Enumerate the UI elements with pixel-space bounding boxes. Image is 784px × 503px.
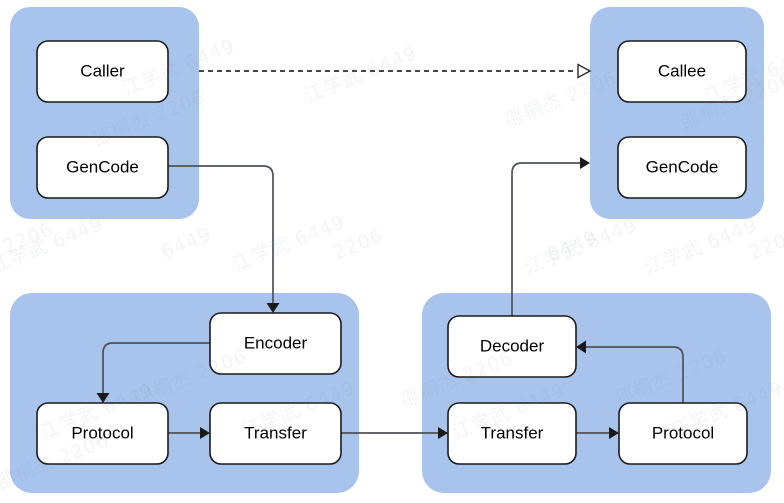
node-caller[interactable]: Caller xyxy=(36,40,169,103)
edge-transfer-to-transfer-arrowhead xyxy=(438,427,448,439)
node-gencode-left[interactable]: GenCode xyxy=(36,136,169,199)
node-protocol-right-box[interactable] xyxy=(618,402,748,465)
node-protocol-left-box[interactable] xyxy=(36,402,169,465)
node-encoder-label: Encoder xyxy=(244,333,308,352)
edge-group xyxy=(96,63,684,439)
node-protocol-right-label: Protocol xyxy=(652,423,714,442)
edge-gencode-to-encoder-line xyxy=(168,165,274,303)
edge-protocol-r-to-decoder-line xyxy=(586,346,684,403)
node-transfer-left-box[interactable] xyxy=(209,402,342,465)
edge-encoder-to-protocol-line xyxy=(102,342,210,393)
node-decoder-box[interactable] xyxy=(447,315,577,378)
node-gencode-right[interactable]: GenCode xyxy=(617,136,747,199)
node-group: Caller GenCode Callee GenCode Encoder Pr xyxy=(36,40,748,465)
edge-caller-to-callee-arrowhead xyxy=(577,63,592,79)
node-transfer-right[interactable]: Transfer xyxy=(447,402,577,465)
node-protocol-right[interactable]: Protocol xyxy=(618,402,748,465)
node-gencode-right-box[interactable] xyxy=(617,136,747,199)
edge-decoder-to-gencode-r-arrowhead xyxy=(580,157,590,169)
node-gencode-right-label: GenCode xyxy=(646,157,719,176)
node-transfer-right-box[interactable] xyxy=(447,402,577,465)
edge-transfer-r-to-protocol-r-arrowhead xyxy=(609,427,619,439)
edge-gencode-to-encoder-arrowhead xyxy=(266,303,280,313)
edge-protocol-to-transfer-arrowhead xyxy=(200,427,210,439)
node-gencode-left-box[interactable] xyxy=(36,136,169,199)
node-protocol-left-label: Protocol xyxy=(71,423,133,442)
edge-protocol-r-to-decoder-arrowhead xyxy=(576,340,586,354)
node-gencode-left-label: GenCode xyxy=(66,157,139,176)
node-encoder-box[interactable] xyxy=(209,312,342,375)
node-callee-box[interactable] xyxy=(617,40,747,103)
node-protocol-left[interactable]: Protocol xyxy=(36,402,169,465)
node-transfer-left[interactable]: Transfer xyxy=(209,402,342,465)
node-transfer-right-label: Transfer xyxy=(481,423,544,442)
node-decoder[interactable]: Decoder xyxy=(447,315,577,378)
edge-decoder-to-gencode-r-line xyxy=(511,162,580,316)
node-decoder-label: Decoder xyxy=(480,336,545,355)
node-caller-label: Caller xyxy=(80,61,125,80)
node-encoder[interactable]: Encoder xyxy=(209,312,342,375)
node-caller-box[interactable] xyxy=(36,40,169,103)
edge-encoder-to-protocol-arrowhead xyxy=(96,393,110,403)
node-transfer-left-label: Transfer xyxy=(244,423,307,442)
node-callee[interactable]: Callee xyxy=(617,40,747,103)
node-callee-label: Callee xyxy=(658,61,706,80)
